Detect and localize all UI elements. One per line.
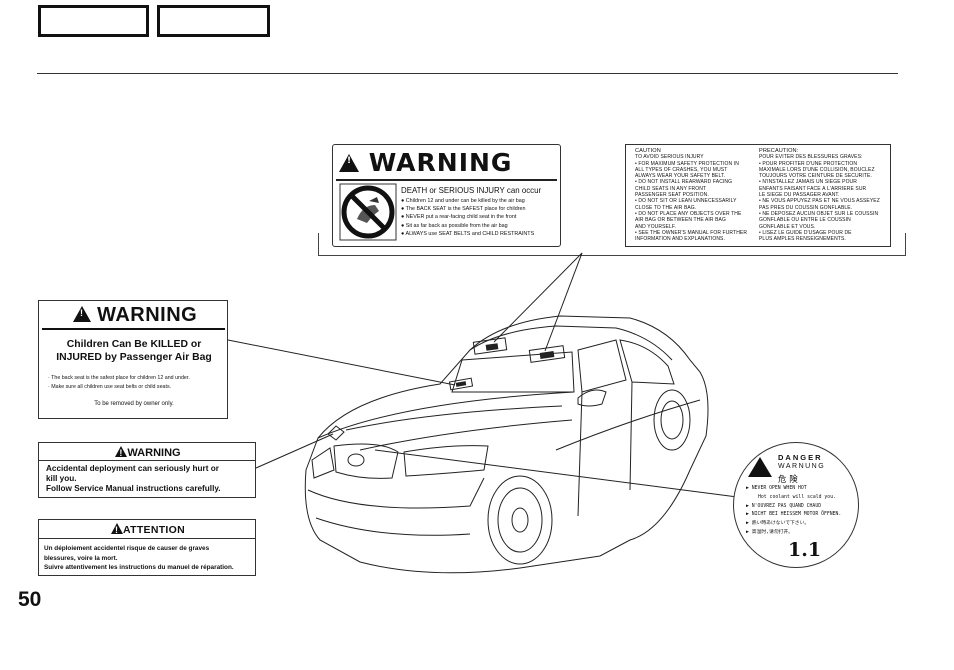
caution-en-line: CHILD SEATS IN ANY FRONT bbox=[635, 185, 707, 192]
warning-triangle-icon bbox=[339, 154, 359, 172]
deploy-warning-text: Accidental deployment can seriously hurt… bbox=[46, 464, 221, 494]
radiator-danger: DANGER bbox=[778, 453, 823, 462]
caution-en-line: • DO NOT PLACE ANY OBJECTS OVER THE bbox=[635, 210, 742, 217]
list-item: ▶ N'OUVREZ PAS QUAND CHAUD bbox=[746, 503, 822, 509]
deploy-warning-label: WARNING Accidental deployment can seriou… bbox=[38, 442, 256, 498]
deploy-divider bbox=[39, 460, 255, 461]
deploy-warning-heading: WARNING bbox=[39, 446, 257, 459]
list-item: ● The BACK SEAT is the SAFEST place for … bbox=[401, 206, 526, 213]
sun-visor-line1: Children Can Be KILLED or bbox=[66, 339, 202, 350]
caution-en-line: TO AVOID SERIOUS INJURY bbox=[635, 154, 704, 161]
warning-triangle-icon bbox=[73, 306, 91, 322]
no-rear-facing-seat-icon bbox=[339, 183, 397, 241]
caution-fr-line: • NE VOUS APPUYEZ PAS ET NE VOUS ASSEYEZ bbox=[759, 198, 880, 205]
caution-en-line: INFORMATION AND EXPLANATIONS. bbox=[635, 236, 725, 243]
radiator-triangle-icon bbox=[748, 457, 772, 477]
caution-fr-line: • N'INSTALLEZ JAMAIS UN SIÈGE POUR bbox=[759, 179, 857, 186]
main-warning-divider bbox=[336, 179, 557, 181]
deploy-warning-title: WARNING bbox=[127, 447, 181, 459]
list-item: ● Children 12 and under can be killed by… bbox=[401, 198, 525, 204]
list-item: ▶ NICHT BEI HEISSEM MOTOR ÖFFNEN. bbox=[746, 512, 842, 518]
caution-en-line: • FOR MAXIMUM SAFETY PROTECTION IN bbox=[635, 160, 739, 167]
list-item: ● ALWAYS use SEAT BELTS and CHILD RESTRA… bbox=[401, 230, 535, 237]
sun-visor-line2: INJURED by Passenger Air Bag bbox=[56, 352, 212, 363]
sun-visor-warning-heading: WARNING bbox=[73, 304, 197, 327]
caution-fr-line: PAS PRÈS DU COUSSIN GONFLABLE. bbox=[759, 204, 853, 211]
caution-en-line: CLOSE TO THE AIR BAG. bbox=[635, 204, 697, 211]
list-item: · The back seat is the safest place for … bbox=[48, 375, 190, 381]
caution-fr-line: ENFANTS FAISANT FACE À L'ARRIÈRE SUR bbox=[759, 185, 867, 192]
caution-panel: CAUTION TO AVOID SERIOUS INJURY • FOR MA… bbox=[625, 144, 891, 247]
list-item: ● NEVER put a rear-facing child seat in … bbox=[401, 214, 517, 221]
caution-en-line: ALWAYS WEAR YOUR SAFETY BELT. bbox=[635, 173, 726, 180]
sun-visor-removal: To be removed by owner only. bbox=[94, 401, 174, 407]
radiator-lines: ▶ NEVER OPEN WHEN HOT Hot coolant will s… bbox=[746, 485, 841, 538]
main-warning-headline: DEATH or SERIOUS INJURY can occur bbox=[401, 185, 542, 195]
attention-line2: blessures, voire la mort. bbox=[44, 554, 118, 562]
caution-en-line: • DO NOT SIT OR LEAN UNNECESSARILY bbox=[635, 198, 737, 205]
sun-visor-divider bbox=[42, 328, 225, 330]
radiator-warnung: WARNUNG bbox=[778, 463, 826, 470]
main-warning-label: WARNING DEATH or SERIOUS INJURY can occu… bbox=[332, 144, 561, 247]
sun-visor-headline: Children Can Be KILLED or INJURED by Pas… bbox=[39, 338, 229, 364]
list-item: Hot coolant will scald you. bbox=[758, 494, 836, 500]
list-item: · Make sure all children use seat belts … bbox=[48, 384, 172, 390]
caution-en-line: ALL TYPES OF CRASHES, YOU MUST bbox=[635, 166, 728, 173]
attention-line1: Un déploiement accidentel risque de caus… bbox=[44, 545, 210, 552]
deploy-line3: Follow Service Manual instructions caref… bbox=[46, 484, 221, 493]
header-tab-left bbox=[38, 5, 149, 37]
caution-fr-title: PRÉCAUTION: bbox=[759, 148, 799, 154]
caution-fr-column: PRÉCAUTION: POUR ÉVITER DES BLESSURES GR… bbox=[759, 148, 889, 242]
page-number: 50 bbox=[18, 588, 42, 611]
main-warning-heading: WARNING bbox=[339, 148, 512, 177]
warning-triangle-icon bbox=[111, 523, 123, 535]
attention-divider bbox=[39, 538, 255, 539]
header-rule bbox=[37, 73, 898, 74]
header-tab-right bbox=[157, 5, 270, 37]
attention-text: Un déploiement accidentel risque de caus… bbox=[44, 544, 234, 573]
caution-fr-line: • POUR PROFITER D'UNE PROTECTION bbox=[759, 160, 858, 167]
caution-fr-line: • LISEZ LE GUIDE D'USAGE POUR DE bbox=[759, 229, 852, 236]
main-warning-bullets: ● Children 12 and under can be killed by… bbox=[401, 197, 534, 238]
attention-title: ATTENTION bbox=[123, 524, 185, 536]
top-bracket bbox=[318, 233, 906, 256]
deploy-line2: kill you. bbox=[46, 474, 77, 483]
sun-visor-bullets: · The back seat is the safest place for … bbox=[48, 374, 190, 392]
attention-label: ATTENTION Un déploiement accidentel risq… bbox=[38, 519, 256, 576]
sun-visor-warning-label: WARNING Children Can Be KILLED or INJURE… bbox=[38, 300, 228, 419]
warning-triangle-icon bbox=[115, 446, 128, 458]
caution-fr-line: POUR ÉVITER DES BLESSURES GRAVES: bbox=[759, 154, 863, 161]
caution-en-column: CAUTION TO AVOID SERIOUS INJURY • FOR MA… bbox=[635, 148, 761, 242]
radiator-kanji: 危 険 bbox=[778, 475, 798, 485]
caution-fr-line: GONFLABLE OU ENTRE LE COUSSIN bbox=[759, 217, 851, 224]
caution-fr-line: MAXIMALE LORS D'UNE COLLISION, BOUCLEZ bbox=[759, 166, 875, 173]
attention-line3: Suivre attentivement les instructions du… bbox=[44, 564, 234, 571]
caution-en-title: CAUTION bbox=[635, 148, 661, 154]
list-item: ● Sit as far back as possible from the a… bbox=[401, 222, 508, 229]
caution-en-line: • SEE THE OWNER'S MANUAL FOR FURTHER bbox=[635, 229, 748, 236]
list-item: ▶ 熱い時あけないで下さい。 bbox=[746, 521, 810, 527]
caution-en-line: • DO NOT INSTALL REARWARD FACING bbox=[635, 179, 733, 186]
attention-heading: ATTENTION bbox=[39, 523, 257, 536]
main-warning-title: WARNING bbox=[368, 148, 513, 177]
radiator-code: 1.1 bbox=[788, 539, 822, 561]
deploy-line1: Accidental deployment can seriously hurt… bbox=[46, 464, 219, 473]
caution-fr-line: LE SIÈGE DU PASSAGER AVANT. bbox=[759, 192, 840, 199]
list-item: ▶ NEVER OPEN WHEN HOT bbox=[746, 486, 807, 491]
caution-en-line: AIR BAG OR BETWEEN THE AIR BAG bbox=[635, 217, 726, 224]
radiator-cap-label: DANGER WARNUNG 危 険 ▶ NEVER OPEN WHEN HOT… bbox=[733, 442, 859, 568]
caution-en-line: PASSENGER SEAT POSITION. bbox=[635, 192, 709, 199]
caution-en-line: AND YOURSELF. bbox=[635, 223, 676, 230]
caution-fr-line: GONFLABLE ET VOUS. bbox=[759, 223, 816, 230]
sun-visor-warning-title: WARNING bbox=[97, 304, 198, 326]
caution-fr-line: PLUS AMPLES RENSEIGNEMENTS. bbox=[759, 236, 846, 243]
caution-fr-line: TOUJOURS VOTRE CEINTURE DE SÉCURITÉ. bbox=[759, 173, 872, 180]
caution-fr-line: • NE DÉPOSEZ AUCUN OBJET SUR LE COUSSIN bbox=[759, 210, 879, 217]
list-item: ▶ 高温时,请勿打开。 bbox=[746, 529, 794, 535]
